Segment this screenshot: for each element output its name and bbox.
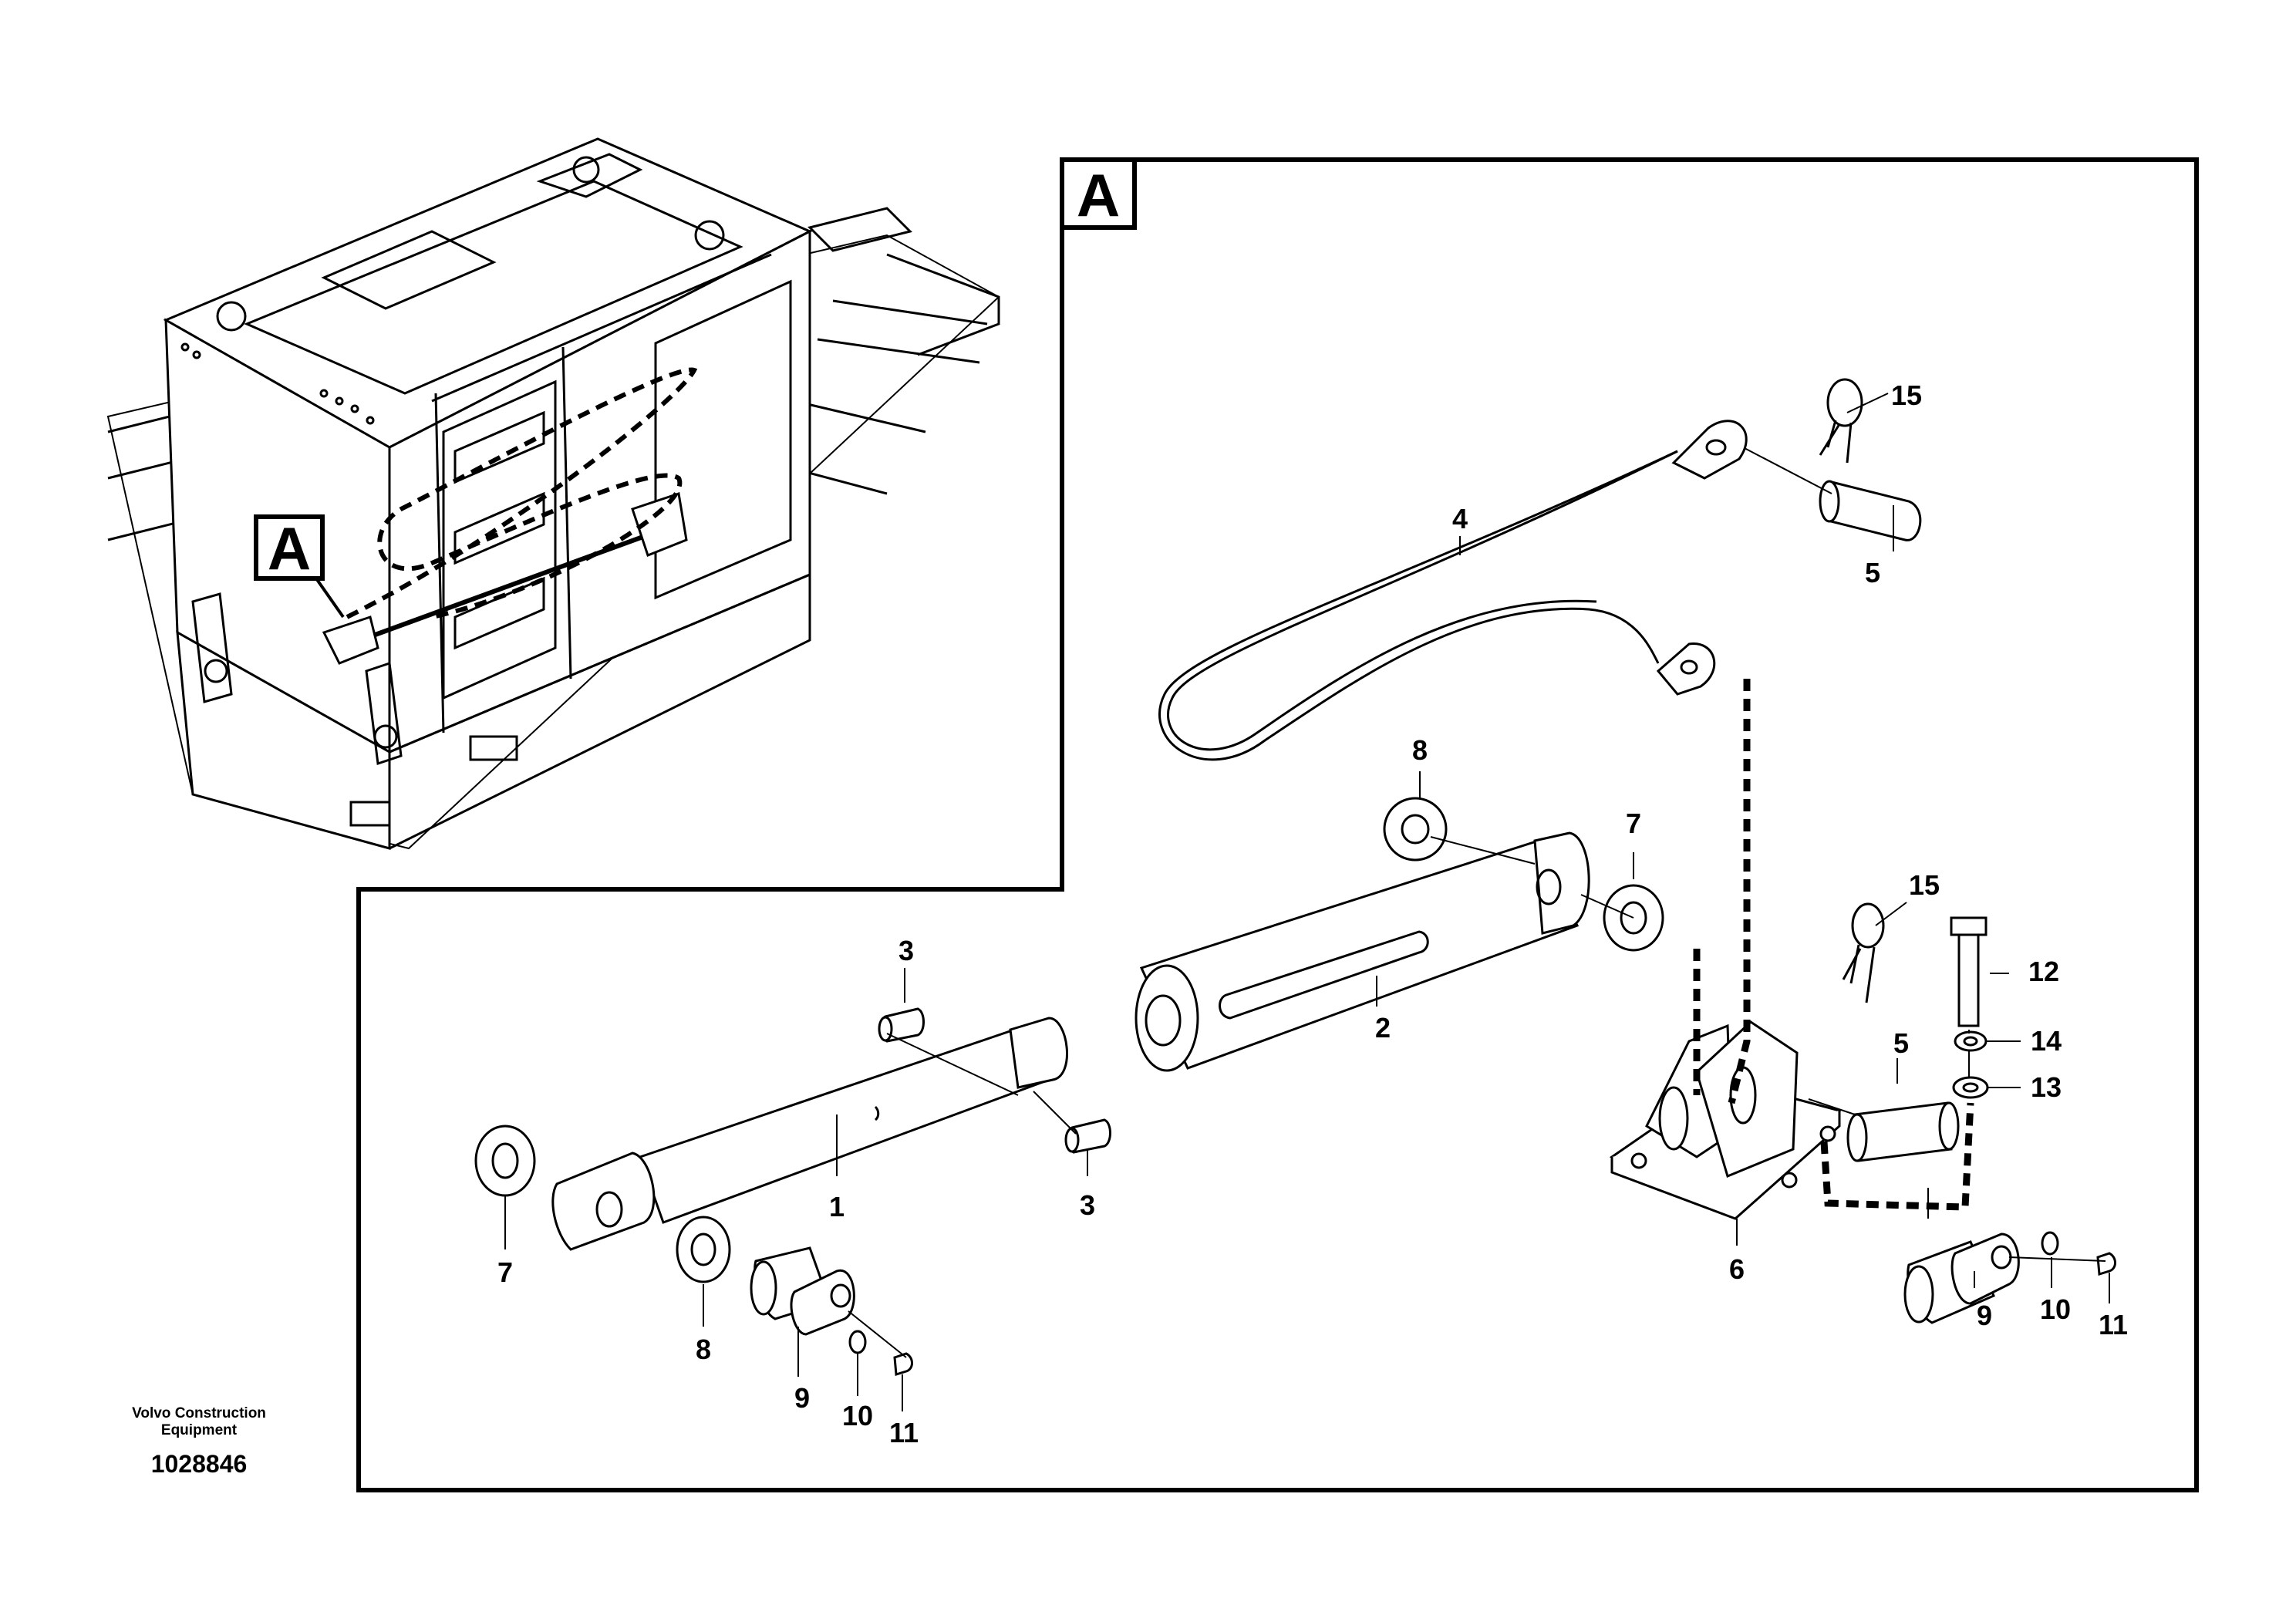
callout-label: A	[268, 514, 311, 582]
flange-pin-part-9	[750, 1233, 2020, 1336]
washer-part-14	[1954, 1030, 1988, 1052]
part-label-5-top: 5	[1865, 557, 1880, 588]
part-label-11-right: 11	[2099, 1309, 2128, 1340]
credit-line-2: Equipment	[160, 1422, 238, 1438]
part-label-7-right: 7	[1626, 808, 1641, 839]
part-label-6: 6	[1729, 1253, 1745, 1285]
detail-label-box	[1060, 157, 1137, 230]
pin-part-5	[1819, 480, 1960, 1162]
part-label-8-right: 8	[1412, 734, 1428, 766]
part-label-9-right: 9	[1977, 1300, 1992, 1331]
overview-cable	[346, 367, 698, 619]
bolt-part-12	[1950, 916, 1988, 1027]
credit-line-1: Volvo Construction	[132, 1405, 266, 1421]
machine-overview	[106, 137, 1000, 850]
part-label-10-right: 10	[2040, 1293, 2071, 1325]
part-label-15-bottom: 15	[1909, 869, 1940, 901]
part-label-1: 1	[829, 1191, 845, 1222]
pin-part-3	[878, 1007, 1111, 1154]
small-washer-part-10	[848, 1231, 2059, 1354]
clip-part-15	[1819, 378, 1885, 1003]
part-label-12: 12	[2028, 956, 2059, 987]
detail-frame	[356, 157, 2199, 1492]
cable-route-dashed	[1728, 679, 1751, 1104]
part-label-4: 4	[1452, 503, 1468, 534]
part-label-5-bottom: 5	[1893, 1027, 1909, 1059]
tube-part-2	[1135, 831, 1590, 1072]
drawing-number: 1028846	[150, 1450, 248, 1478]
washer-part-8	[676, 797, 1448, 1283]
part-label-11-left: 11	[889, 1417, 919, 1448]
detail-label: A	[1077, 161, 1120, 229]
leader-lines	[504, 505, 2110, 1411]
part-label-10-left: 10	[842, 1400, 873, 1431]
cylinder-part-1	[551, 1017, 1068, 1251]
bracket-part-6	[1609, 1020, 1843, 1220]
part-label-9-left: 9	[794, 1382, 810, 1414]
screw-part-11	[893, 1252, 2116, 1376]
part-label-2: 2	[1375, 1012, 1391, 1044]
bolt-route-dashed	[1820, 1102, 1974, 1211]
part-label-15-top: 15	[1891, 379, 1922, 411]
part-label-8-left: 8	[696, 1334, 711, 1365]
part-label-14: 14	[2031, 1025, 2062, 1057]
cable-part-4	[1158, 420, 1748, 761]
washer-part-13	[1952, 1076, 1989, 1099]
part-label-13: 13	[2031, 1071, 2062, 1103]
credit-block: Volvo Construction Equipment 1028846	[91, 1405, 307, 1479]
part-label-7-left: 7	[497, 1256, 513, 1288]
part-label-3-top: 3	[899, 935, 914, 966]
part-label-3-bottom: 3	[1080, 1189, 1095, 1221]
